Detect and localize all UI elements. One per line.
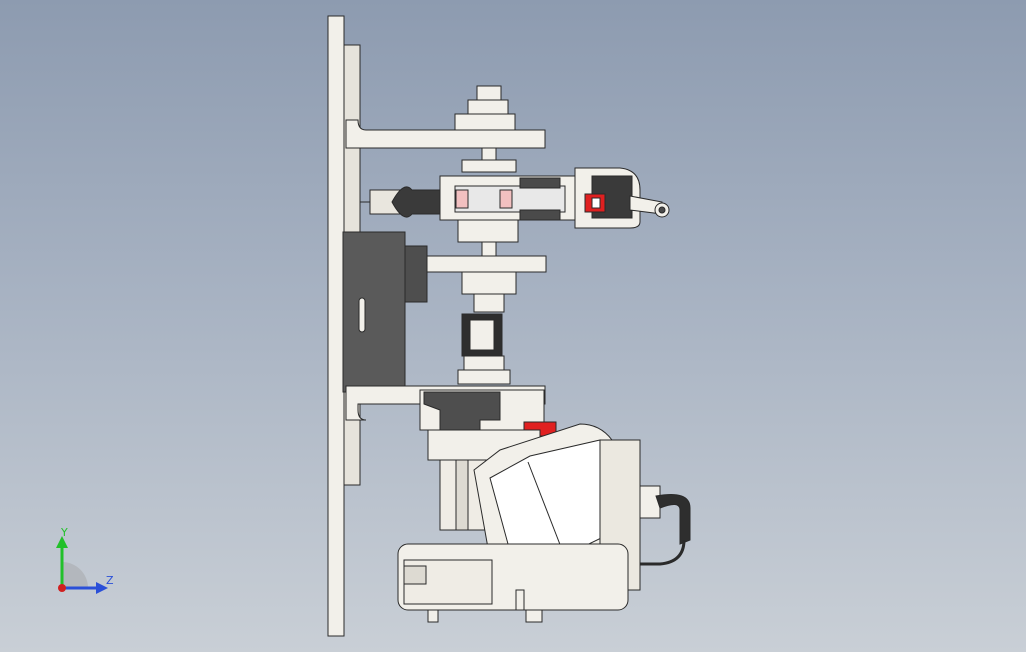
cable-elbow bbox=[655, 494, 691, 545]
x-axis-origin bbox=[58, 584, 66, 592]
shaft-collar-mid bbox=[461, 271, 517, 295]
gripper-arm-assembly bbox=[360, 167, 670, 229]
base-feet-mid bbox=[525, 609, 543, 623]
flange-lower bbox=[457, 219, 519, 243]
arm-dark-slot bbox=[519, 177, 561, 189]
coupling-bottom bbox=[463, 355, 505, 371]
triad-fan bbox=[62, 562, 88, 588]
shaft-nut-top bbox=[476, 85, 502, 101]
y-axis-label: Y bbox=[61, 526, 68, 539]
base-feet-left bbox=[427, 609, 439, 623]
base-knob bbox=[403, 565, 427, 585]
motor-housing-cap bbox=[404, 245, 428, 303]
coupling-base bbox=[457, 369, 511, 385]
gripper-red-pad-inner bbox=[591, 197, 601, 209]
z-axis-arrow bbox=[96, 582, 108, 594]
base-plate bbox=[327, 15, 345, 637]
flange-upper bbox=[461, 159, 517, 173]
arm-pink-highlight-left bbox=[455, 189, 469, 209]
connector-body bbox=[639, 485, 661, 519]
motor-housing bbox=[342, 231, 406, 393]
base-feet-right bbox=[515, 589, 525, 611]
coupling-ring bbox=[469, 319, 495, 351]
coupling-top bbox=[473, 293, 505, 313]
arm-dark-slot-2 bbox=[519, 209, 561, 221]
axis-triad-graphic bbox=[56, 536, 108, 594]
z-axis-label: Z bbox=[106, 574, 114, 587]
gearbox-shaft bbox=[455, 459, 469, 531]
shaft-washer-top bbox=[467, 99, 509, 115]
axis-triad: Y Z bbox=[40, 526, 130, 600]
shaft-collar-top bbox=[454, 113, 516, 131]
motor-slot bbox=[358, 297, 366, 333]
cable bbox=[640, 539, 686, 566]
upper-bracket bbox=[345, 119, 546, 149]
arm-pink-highlight-right bbox=[499, 189, 513, 209]
arm-handle bbox=[391, 186, 441, 218]
y-axis-arrow bbox=[56, 536, 68, 548]
